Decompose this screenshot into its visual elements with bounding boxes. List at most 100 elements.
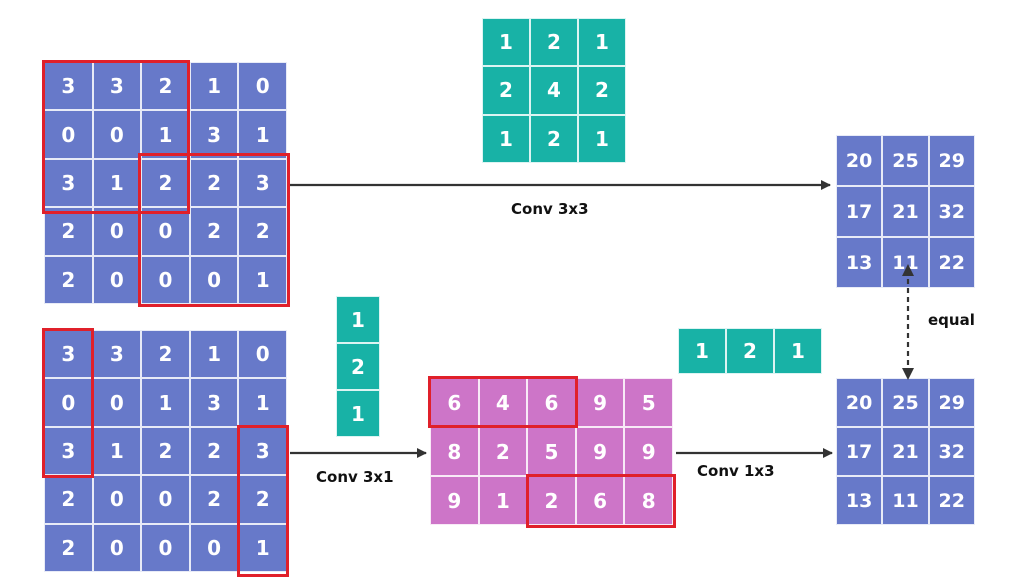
- matrix-cell: 1: [92, 158, 142, 208]
- matrix-cell: 17: [836, 427, 883, 476]
- matrix-cell: 1: [774, 328, 822, 374]
- equal-label: equal: [928, 311, 975, 329]
- matrix-cell: 25: [882, 378, 929, 427]
- matrix-cell: 9: [575, 378, 625, 427]
- matrix-cell: 2: [530, 18, 578, 67]
- matrix-cell: 2: [238, 475, 287, 524]
- matrix-cell: 3: [92, 62, 142, 111]
- matrix-cell: 0: [141, 255, 190, 304]
- matrix-cell: 0: [141, 523, 190, 572]
- matrix-cell: 2: [44, 255, 93, 304]
- matrix-cell: 22: [928, 237, 975, 288]
- matrix-cell: 0: [44, 110, 93, 159]
- matrix-cell: 1: [336, 390, 380, 437]
- arrowhead-equal-up: [902, 264, 914, 276]
- matrix-cell: 2: [238, 207, 287, 256]
- matrix-cell: 2: [530, 114, 578, 163]
- matrix-cell: 25: [882, 135, 929, 186]
- matrix-cell: 0: [141, 207, 190, 256]
- matrix-cell: 1: [141, 378, 190, 427]
- matrix-cell: 2: [478, 427, 528, 476]
- matrix-cell: 0: [92, 523, 142, 572]
- matrix-cell: 1: [92, 426, 142, 476]
- matrix-cell: 9: [575, 427, 625, 476]
- matrix-cell: 3: [189, 378, 239, 427]
- matrix-cell: 2: [189, 207, 239, 256]
- conv1x3-label: Conv 1x3: [697, 462, 775, 480]
- matrix-cell: 8: [430, 427, 479, 476]
- matrix-cell: 3: [44, 62, 93, 111]
- top-window-highlight-2: [138, 153, 290, 307]
- matrix-cell: 0: [44, 378, 93, 427]
- matrix-cell: 1: [189, 62, 239, 111]
- bottom-column-highlight-2: [237, 425, 289, 577]
- matrix-cell: 32: [928, 427, 975, 476]
- bottom-column-highlight-1: [42, 328, 94, 478]
- matrix-cell: 0: [238, 62, 287, 111]
- matrix-cell: 2: [726, 328, 774, 374]
- matrix-cell: 0: [92, 378, 142, 427]
- matrix-cell: 2: [189, 158, 239, 208]
- matrix-cell: 2: [44, 207, 93, 256]
- matrix-cell: 1: [678, 328, 726, 374]
- matrix-cell: 29: [928, 135, 975, 186]
- intermediate-row-highlight-2: [526, 474, 676, 528]
- matrix-cell: 22: [928, 476, 975, 525]
- matrix-cell: 0: [189, 523, 239, 572]
- matrix-cell: 0: [92, 207, 142, 256]
- matrix-cell: 0: [141, 475, 190, 524]
- matrix-cell: 1: [482, 114, 530, 163]
- matrix-cell: 3: [189, 110, 239, 159]
- matrix-cell: 9: [430, 476, 479, 525]
- matrix-cell: 11: [882, 476, 929, 525]
- matrix-cell: 5: [624, 378, 673, 427]
- matrix-cell: 20: [836, 378, 883, 427]
- matrix-cell: 0: [189, 255, 239, 304]
- matrix-cell: 2: [527, 476, 576, 525]
- matrix-cell: 1: [482, 18, 530, 67]
- matrix-cell: 2: [141, 426, 190, 476]
- matrix-cell: 2: [141, 330, 190, 379]
- matrix-cell: 0: [92, 255, 142, 304]
- matrix-cell: 2: [336, 343, 380, 390]
- matrix-cell: 13: [836, 476, 883, 525]
- matrix-cell: 1: [238, 255, 287, 304]
- top-window-highlight-1: [42, 60, 190, 214]
- matrix-cell: 6: [527, 378, 576, 427]
- matrix-cell: 2: [141, 62, 190, 111]
- matrix-cell: 20: [836, 135, 883, 186]
- matrix-cell: 3: [92, 330, 142, 379]
- matrix-cell: 1: [238, 523, 287, 572]
- matrix-cell: 6: [430, 378, 479, 427]
- conv3x3-label: Conv 3x3: [511, 200, 589, 218]
- matrix-cell: 1: [578, 114, 626, 163]
- matrix-cell: 1: [478, 476, 528, 525]
- matrix-cell: 21: [882, 186, 929, 237]
- matrix-cell: 3: [238, 158, 287, 208]
- matrix-cell: 1: [238, 110, 287, 159]
- matrix-cell: 21: [882, 427, 929, 476]
- matrix-cell: 32: [928, 186, 975, 237]
- matrix-cell: 6: [575, 476, 625, 525]
- matrix-cell: 17: [836, 186, 883, 237]
- matrix-cell: 9: [624, 427, 673, 476]
- matrix-cell: 0: [92, 110, 142, 159]
- matrix-cell: 0: [238, 330, 287, 379]
- matrix-cell: 11: [882, 237, 929, 288]
- matrix-cell: 2: [578, 66, 626, 115]
- matrix-cell: 8: [624, 476, 673, 525]
- intermediate-row-highlight-1: [428, 376, 578, 428]
- matrix-cell: 1: [141, 110, 190, 159]
- matrix-cell: 1: [189, 330, 239, 379]
- matrix-cell: 13: [836, 237, 883, 288]
- arrowhead-equal-down: [902, 368, 914, 380]
- matrix-cell: 0: [92, 475, 142, 524]
- matrix-cell: 1: [578, 18, 626, 67]
- conv3x1-label: Conv 3x1: [316, 468, 394, 486]
